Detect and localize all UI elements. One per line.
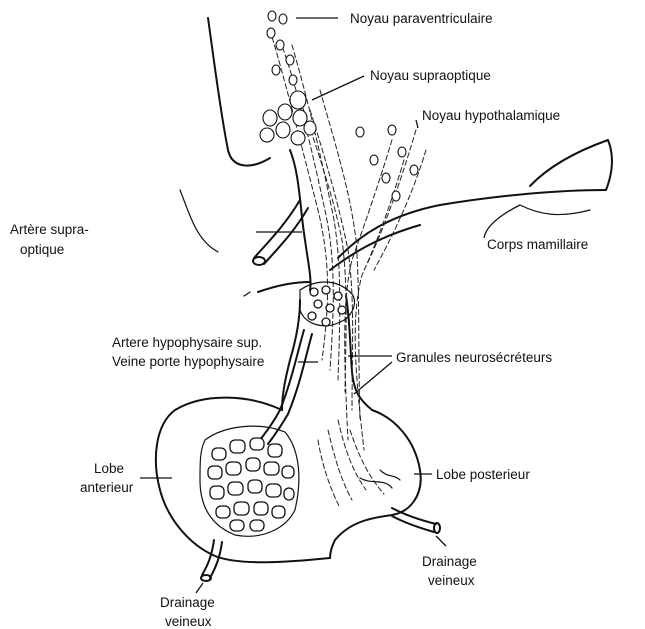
posterior-lobe [330, 410, 421, 558]
supraoptic-artery [244, 200, 310, 296]
label-noyau-paraventriculaire: Noyau paraventriculaire [350, 11, 493, 26]
label-lobe-posterieur: Lobe posterieur [436, 467, 530, 482]
label-veine-porte: Veine porte hypophysaire [112, 354, 264, 369]
label-drainage-posterieur-line1: Drainage [422, 554, 477, 569]
label-noyau-supraoptique: Noyau supraoptique [370, 68, 491, 83]
label-noyau-hypothalamique: Noyau hypothalamique [422, 108, 560, 123]
label-corps-mamillaire: Corps mamillaire [487, 237, 588, 252]
label-lobe-anterieur-line2: anterieur [80, 480, 134, 495]
label-drainage-anterieur-line1: Drainage [160, 595, 215, 610]
label-drainage-anterieur-line2: veineux [165, 614, 212, 629]
leader-lines [140, 18, 520, 478]
label-artere-supraoptique-line2: optique [20, 242, 64, 257]
label-drainage-posterieur-line2: veineux [428, 573, 475, 588]
label-artere-hypophysaire: Artere hypophysaire sup. [112, 335, 262, 350]
label-lobe-anterieur-line1: Lobe [94, 461, 124, 476]
label-artere-supraoptique-line1: Artère supra- [10, 222, 89, 237]
neuron-cells [260, 11, 418, 201]
anterior-lobe [156, 398, 330, 563]
label-granules: Granules neurosécréteurs [396, 350, 552, 365]
